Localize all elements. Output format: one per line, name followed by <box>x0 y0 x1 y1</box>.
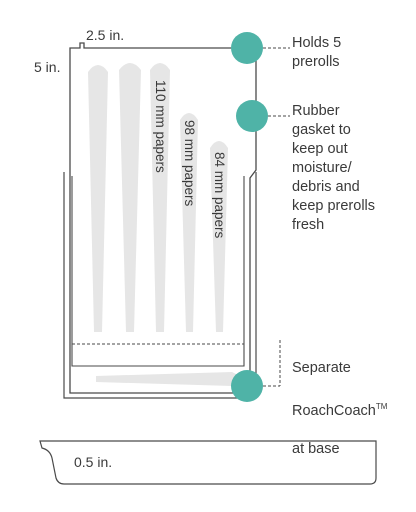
cone-1 <box>88 65 108 332</box>
roachcoach-tip <box>96 372 244 386</box>
callout-holds: Holds 5 prerolls <box>292 35 342 70</box>
callout-roachcoach: Separate RoachCoachTM at base <box>292 340 387 478</box>
width-label: 2.5 in. <box>86 27 125 43</box>
cone-5 <box>210 141 228 332</box>
callout-gasket: Rubber gasket to keep out moisture/ debr… <box>292 103 376 233</box>
depth-label: 0.5 in. <box>74 454 113 470</box>
marker-roachcoach <box>231 370 263 402</box>
marker-gasket <box>236 100 268 132</box>
roachcoach-name: RoachCoach <box>292 402 376 419</box>
cone-4 <box>180 113 198 332</box>
callout-roachcoach-line1: Separate <box>292 360 351 376</box>
depth-view <box>39 440 377 485</box>
paper-label-110: 110 mm papers <box>153 80 168 173</box>
cone-3 <box>150 63 170 332</box>
height-label: 5 in. <box>34 59 61 75</box>
trademark-mark: TM <box>375 402 388 411</box>
paper-label-84: 84 mm papers <box>212 152 227 239</box>
cone-2 <box>119 63 141 332</box>
marker-holds <box>231 32 263 64</box>
paper-label-98: 98 mm papers <box>182 120 197 207</box>
callout-roachcoach-line3: at base <box>292 440 340 457</box>
callout-roachcoach-line2: RoachCoachTM <box>292 397 387 421</box>
inner-sleeve-wall <box>71 176 245 367</box>
inner-sleeve <box>63 172 257 399</box>
